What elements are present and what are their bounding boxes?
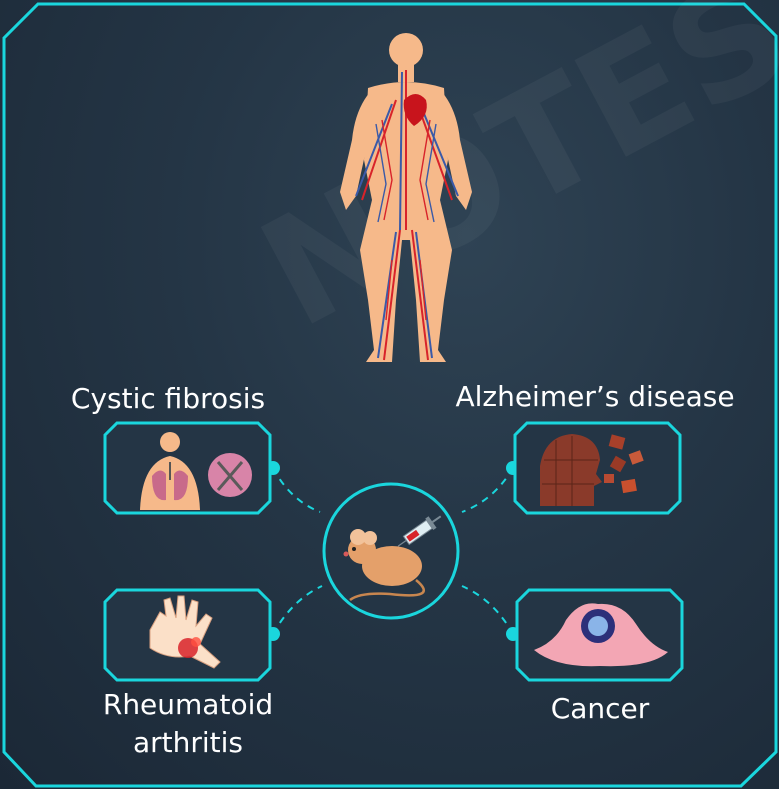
label-rheumatoid-arthritis: Rheumatoid arthritis <box>60 686 316 762</box>
connector-cancer <box>462 586 513 634</box>
label-alzheimers-disease: Alzheimer’s disease <box>430 378 760 416</box>
label-cystic-fibrosis: Cystic fibrosis <box>38 380 298 418</box>
disease-box-cancer <box>517 590 682 680</box>
disease-box-cystic-fibrosis <box>105 423 270 513</box>
label-cancer: Cancer <box>500 690 700 728</box>
disease-box-alzheimers <box>515 423 680 513</box>
watermark: NOTES <box>235 0 779 362</box>
disease-box-rheumatoid-arthritis <box>105 590 270 680</box>
connector-rheumatoid-arthritis <box>273 586 322 634</box>
connector-alzheimers <box>462 468 513 512</box>
connector-cystic-fibrosis <box>273 468 320 512</box>
center-node <box>324 484 458 618</box>
